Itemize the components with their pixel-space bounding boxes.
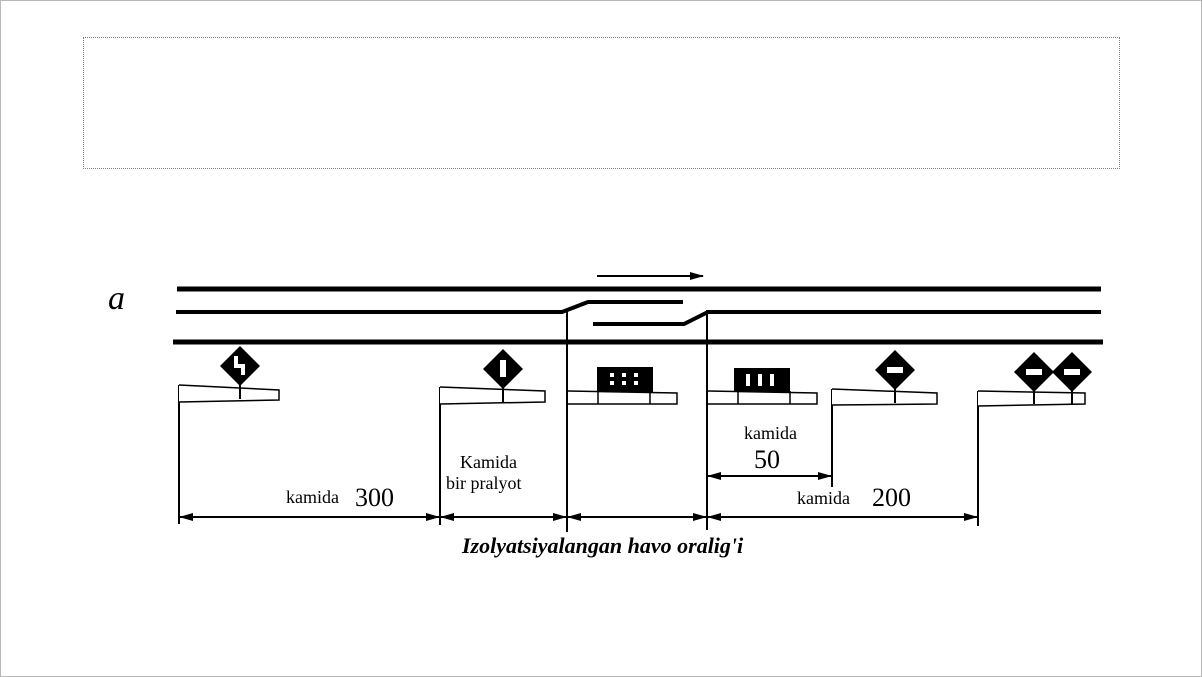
kamida-bir-label-line1: Kamida xyxy=(460,452,517,472)
min-200-value: 200 xyxy=(872,483,911,512)
signal-minus xyxy=(831,350,938,487)
dots-sign-icon xyxy=(597,367,653,392)
min-50-label: kamida xyxy=(744,423,797,443)
section-boundaries xyxy=(566,310,708,532)
min-50-value: 50 xyxy=(754,445,780,474)
title-placeholder[interactable] xyxy=(83,37,1120,169)
signal-double-minus xyxy=(977,352,1092,526)
dimension-arrows xyxy=(179,472,978,521)
min-200-label: kamida xyxy=(797,488,850,508)
caption-label: Izolyatsiyalangan havo oralig'i xyxy=(461,533,744,558)
contact-wire-right xyxy=(593,310,1101,326)
signal-rect-bars xyxy=(707,368,818,405)
contact-wire-left xyxy=(176,300,683,314)
signal-raise-pantograph xyxy=(439,349,546,525)
min-300-label: kamida xyxy=(286,487,339,507)
min-300-value: 300 xyxy=(355,483,394,512)
signal-rect-dots xyxy=(567,367,678,405)
kamida-bir-label-line2: bir pralyot xyxy=(446,473,521,493)
panel-label: a xyxy=(108,280,125,317)
signal-lowered-pantograph xyxy=(178,346,280,524)
